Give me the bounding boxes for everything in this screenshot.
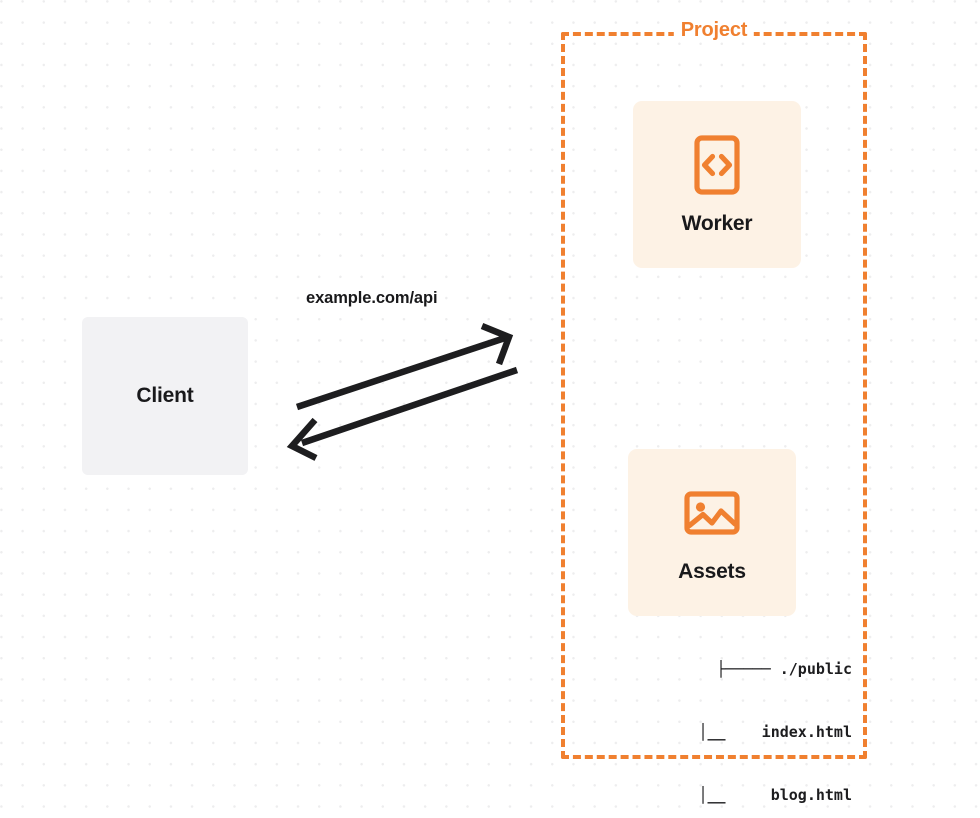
- client-node-label: Client: [136, 384, 194, 407]
- worker-card[interactable]: Worker: [633, 101, 801, 268]
- project-title: Project: [673, 19, 755, 42]
- assets-file-tree: ├───── ./public │__ index.html │__ blog.…: [607, 617, 852, 818]
- assets-card[interactable]: Assets: [628, 449, 796, 616]
- project-group: Project Worker Assets ├───── ./public │_…: [561, 19, 867, 804]
- file-tree-row: ├───── ./public: [716, 660, 852, 678]
- client-node[interactable]: Client: [82, 317, 248, 475]
- response-arrow: [286, 366, 519, 461]
- request-arrow: [295, 322, 514, 411]
- worker-card-label: Worker: [681, 211, 753, 235]
- assets-card-label: Assets: [678, 559, 746, 583]
- code-brackets-icon: [694, 134, 740, 195]
- connection-label: example.com/api: [306, 289, 438, 307]
- image-icon: [684, 490, 740, 535]
- file-tree-row: │__ blog.html: [680, 786, 852, 804]
- file-tree-row: │__ index.html: [680, 723, 852, 741]
